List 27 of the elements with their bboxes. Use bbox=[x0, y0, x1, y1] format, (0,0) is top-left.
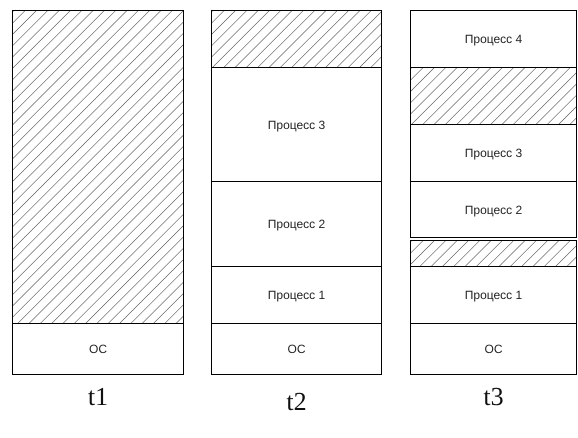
block-label: Процесс 4 bbox=[464, 32, 522, 46]
block-label: Процесс 3 bbox=[268, 118, 326, 132]
free-memory-block bbox=[410, 240, 577, 267]
block-label: ОС bbox=[484, 342, 502, 356]
free-memory-block bbox=[410, 67, 577, 125]
time-label: t3 bbox=[482, 382, 505, 412]
memory-block bbox=[211, 181, 382, 267]
memory-block bbox=[410, 10, 577, 68]
time-label: t2 bbox=[285, 387, 308, 417]
time-label: t1 bbox=[86, 382, 110, 412]
memory-block bbox=[211, 266, 382, 324]
block-label: Процесс 2 bbox=[268, 217, 326, 231]
block-label: Процесс 3 bbox=[464, 146, 522, 160]
block-label: ОС bbox=[288, 342, 306, 356]
block-label: ОС bbox=[89, 342, 107, 356]
free-memory-block bbox=[12, 10, 184, 324]
block-label: Процесс 1 bbox=[464, 288, 522, 302]
memory-block bbox=[410, 323, 577, 375]
block-label: Процесс 2 bbox=[464, 202, 522, 216]
memory-block bbox=[410, 266, 577, 324]
memory-block bbox=[211, 323, 382, 375]
memory-block bbox=[12, 323, 184, 375]
memory-block bbox=[410, 124, 577, 182]
memory-block bbox=[211, 67, 382, 182]
block-label: Процесс 1 bbox=[268, 288, 326, 302]
free-memory-block bbox=[211, 10, 382, 68]
memory-block bbox=[410, 181, 577, 238]
